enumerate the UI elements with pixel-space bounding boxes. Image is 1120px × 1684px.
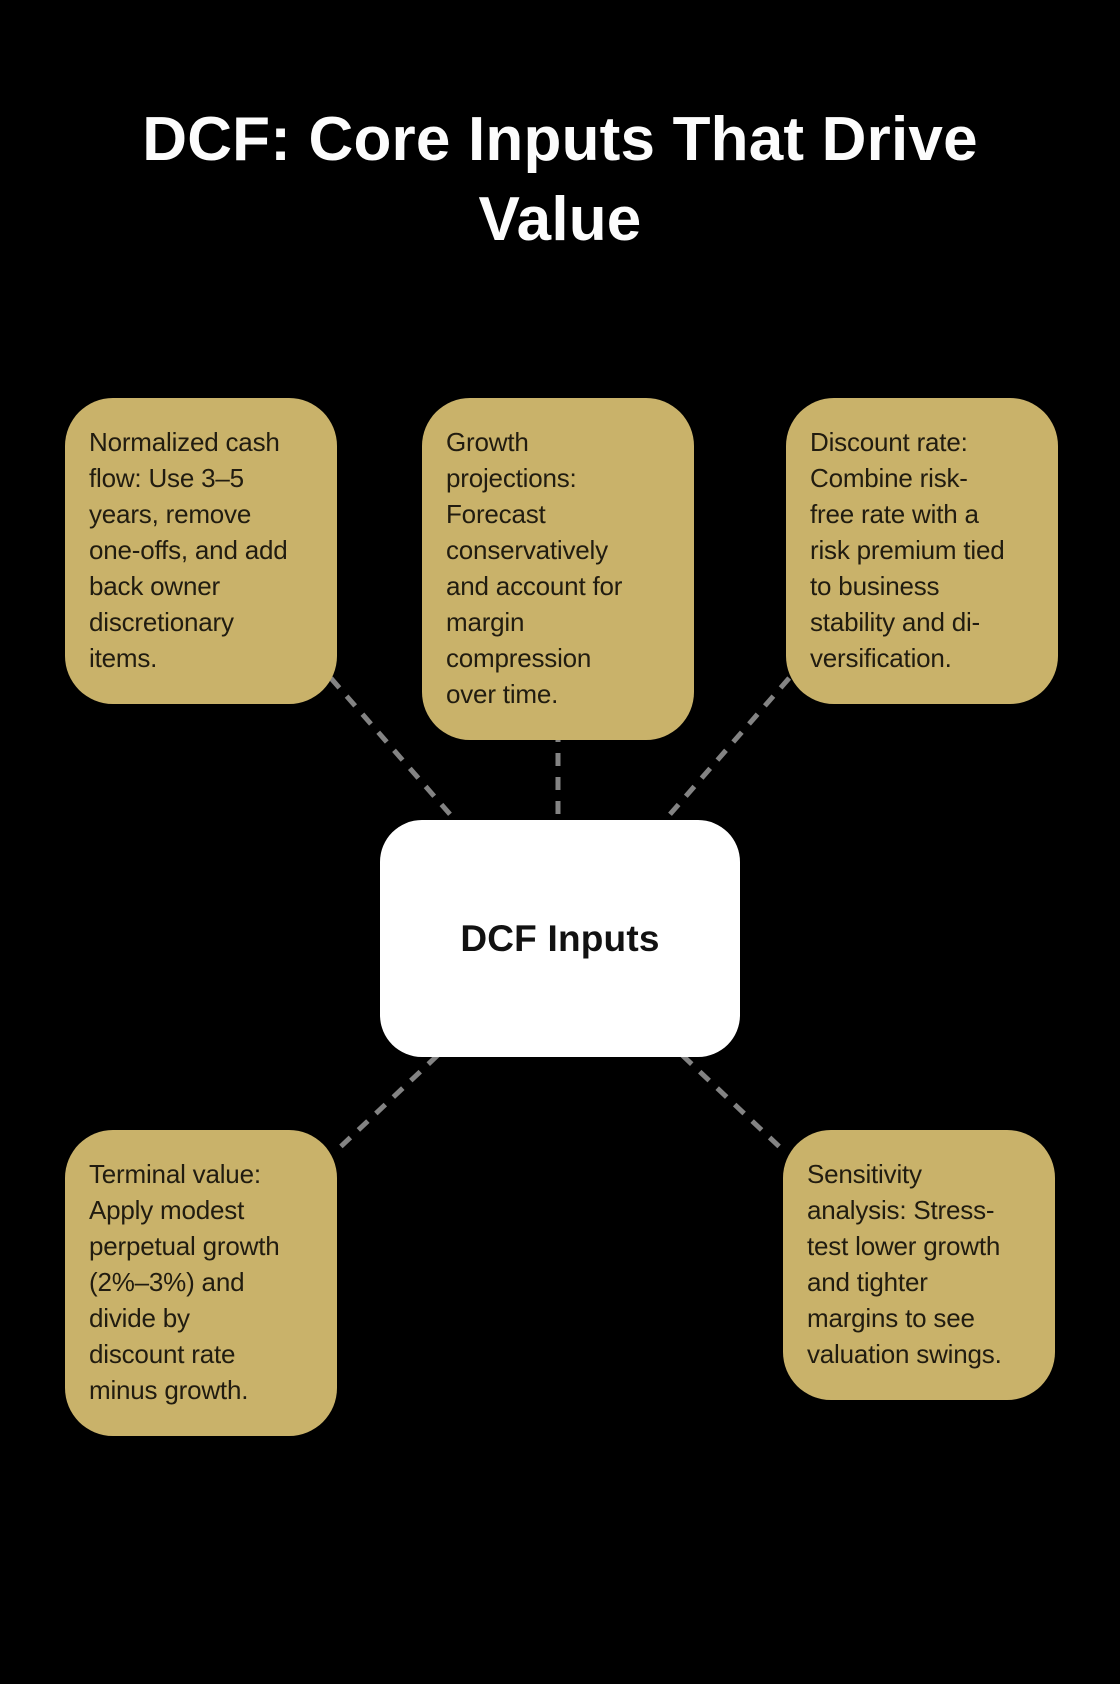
- node-discount-rate: Discount rate: Combine risk- free rate w…: [786, 398, 1058, 704]
- page-title: DCF: Core Inputs That Drive Value: [142, 105, 978, 254]
- node-terminal-value: Terminal value: Apply modest perpetual g…: [65, 1130, 337, 1436]
- node-sensitivity-analysis: Sensitivity analysis: Stress- test lower…: [783, 1130, 1055, 1400]
- node-normalized-cash-flow: Normalized cash flow: Use 3–5 years, rem…: [65, 398, 337, 704]
- center-node-dcf-inputs: DCF Inputs: [380, 820, 740, 1057]
- node-growth-projections: Growth projections: Forecast conservativ…: [422, 398, 694, 740]
